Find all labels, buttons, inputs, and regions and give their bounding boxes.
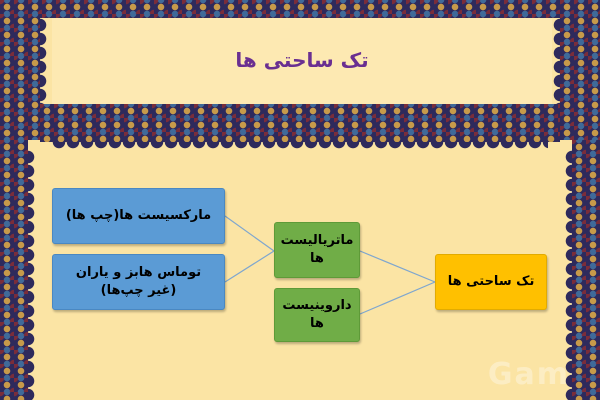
connector-darwinists-to-root	[359, 281, 436, 315]
ornament-top-band	[0, 0, 600, 18]
diagram-box-marxists-label: مارکسیست ها(چپ ها)	[65, 208, 212, 224]
slide-title: تک ساحتی ها	[235, 48, 369, 72]
ornament-left-lower-scallop	[28, 150, 40, 400]
diagram-box-hobbes-label: توماس هابز و یاران (غیر چپ‌ها)	[75, 265, 202, 298]
diagram-box-marxists: مارکسیست ها(چپ ها)	[52, 188, 225, 244]
ornament-middle-scallop	[52, 142, 548, 154]
ornament-right-lower-scallop	[560, 150, 572, 400]
diagram-box-one-dimensional: تک ساحتی ها	[435, 254, 547, 310]
connector-materialists-to-root	[359, 250, 436, 283]
watermark-logo: Gam	[487, 357, 570, 392]
connector-left1-to-materialists	[224, 215, 275, 252]
ornament-left-lower	[0, 140, 28, 400]
connector-left2-to-materialists	[224, 250, 275, 283]
diagram-box-materialists: ماتریالیست ها	[274, 222, 360, 278]
diagram-box-darwinists: داروینیست ها	[274, 288, 360, 342]
ornament-left-upper	[0, 0, 40, 140]
diagram-box-materialists-label: ماتریالیست ها	[280, 233, 354, 266]
ornament-right-lower	[572, 140, 600, 400]
ornament-right-upper	[560, 0, 600, 140]
title-panel: تک ساحتی ها	[52, 18, 552, 104]
diagram-box-one-dimensional-label: تک ساحتی ها	[447, 274, 535, 290]
ornament-left-upper-scallop	[40, 18, 52, 118]
ornament-middle-band	[40, 104, 560, 142]
diagram-box-hobbes: توماس هابز و یاران (غیر چپ‌ها)	[52, 254, 225, 310]
diagram-box-darwinists-label: داروینیست ها	[282, 298, 352, 331]
